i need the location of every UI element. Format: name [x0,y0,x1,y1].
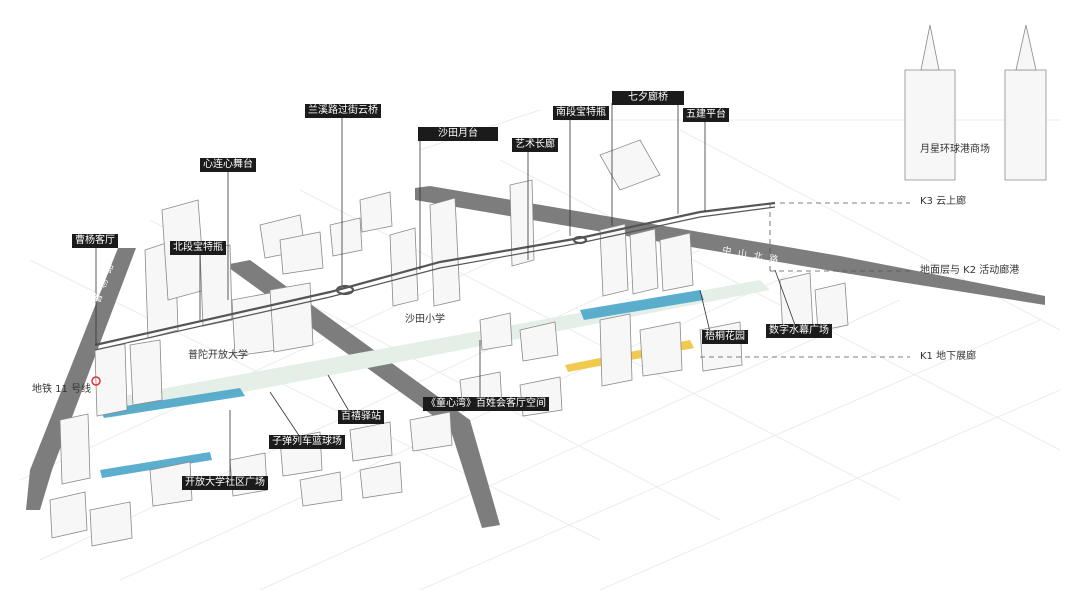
label-north-vase: 北段宝特瓶 [170,241,226,255]
label-wutong-garden: 梧桐花园 [702,330,748,344]
label-wujian-platform: 五建平台 [683,108,729,122]
buildings [49,24,1047,547]
zhongshan-north-road [415,186,1045,305]
label-qixi-bridge: 七夕廊桥 [612,91,684,105]
leader-lines [95,103,796,478]
caoyang-road [26,248,136,510]
label-tongxinwan: 《童心湾》百姓会客厅空间 [423,397,549,411]
label-lanxi-bridge: 兰溪路过街云桥 [305,104,381,118]
label-digital-water: 数字水幕广场 [766,324,832,338]
layer-callout-lines [700,202,910,358]
water-features [100,290,704,478]
label-art-corridor: 艺术长廊 [512,138,558,152]
label-metro11: 地铁 11 号线 [32,384,92,395]
label-baixi-station: 百禧驿站 [338,410,384,424]
label-open-univ-plaza: 开放大学社区广场 [182,476,268,490]
label-south-vase: 南段宝特瓶 [553,106,609,120]
k3-skybridge [94,201,776,351]
layer-k1: K1 地下展廊 [920,351,977,362]
label-putuo-univ: 普陀开放大学 [188,350,248,361]
label-bullet-train-court: 子弹列车篮球场 [269,435,345,449]
label-shatian-school: 沙田小学 [405,314,445,325]
metro-marker [91,376,101,386]
layer-k3: K3 云上廊 [920,196,967,207]
layer-ground-k2: 地面层与 K2 活动廊港 [920,265,1020,276]
label-heart-stage: 心连心舞台 [200,158,256,172]
label-yuexing-mall: 月星环球港商场 [920,144,990,155]
label-caoyang-hall: 曹杨客厅 [72,234,118,248]
label-shatian-moon: 沙田月台 [418,127,498,141]
